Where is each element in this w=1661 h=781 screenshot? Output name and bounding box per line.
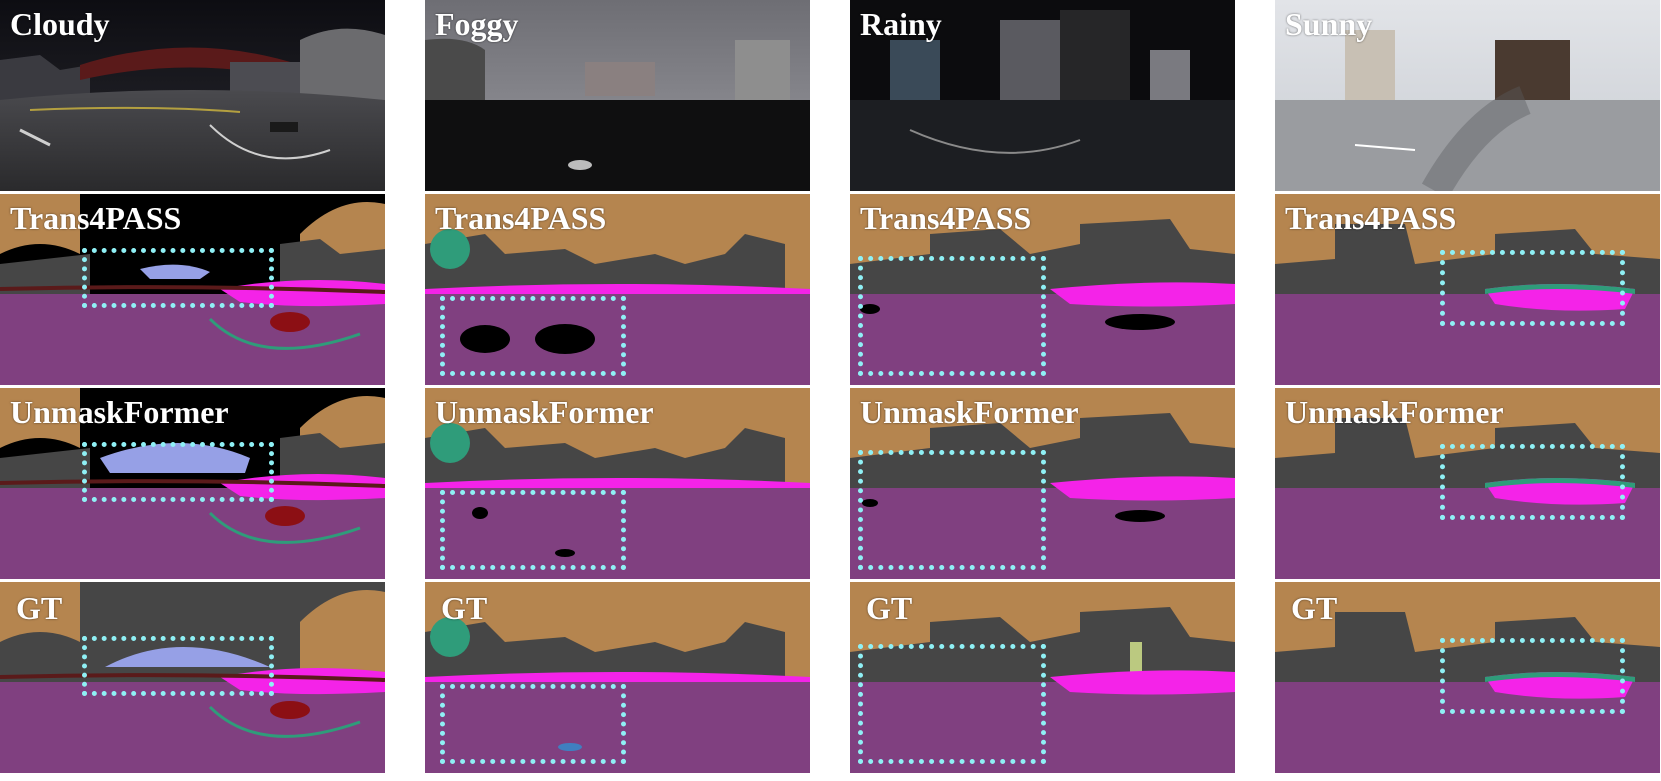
condition-label-foggy: Foggy bbox=[435, 6, 519, 42]
highlight-box bbox=[858, 644, 1046, 764]
sunny-rgb-image bbox=[1275, 0, 1660, 191]
highlight-box bbox=[1440, 638, 1625, 714]
sunny-trans4pass-segmentation bbox=[1275, 194, 1660, 385]
highlight-box bbox=[1440, 250, 1625, 326]
panel-cloudy-unmaskformer: UnmaskFormer bbox=[0, 388, 385, 579]
cloudy-rgb-image bbox=[0, 0, 385, 191]
highlight-box bbox=[858, 256, 1046, 376]
cloudy-gt-segmentation bbox=[0, 582, 385, 773]
cloudy-trans4pass-segmentation bbox=[0, 194, 385, 385]
gt-label-cloudy: GT bbox=[16, 590, 63, 626]
highlight-box bbox=[440, 684, 626, 764]
gt-label-sunny: GT bbox=[1291, 590, 1338, 626]
highlight-box bbox=[82, 442, 274, 502]
panel-foggy-gt: GT bbox=[425, 582, 810, 773]
column-foggy: Foggy Trans4PASS bbox=[425, 0, 810, 781]
panel-rainy-unmaskformer: UnmaskFormer bbox=[850, 388, 1235, 579]
column-sunny: Sunny Trans4PASS UnmaskFormer bbox=[1275, 0, 1660, 781]
highlight-box bbox=[82, 636, 274, 696]
highlight-box bbox=[82, 248, 274, 308]
sunny-gt-segmentation bbox=[1275, 582, 1660, 773]
method-label-sunny-unmaskformer: UnmaskFormer bbox=[1285, 394, 1504, 430]
method-label-rainy-unmaskformer: UnmaskFormer bbox=[860, 394, 1079, 430]
method-label-foggy-trans4pass: Trans4PASS bbox=[435, 200, 607, 236]
panel-cloudy-rgb: Cloudy bbox=[0, 0, 385, 191]
panel-rainy-gt: GT bbox=[850, 582, 1235, 773]
highlight-box bbox=[1440, 444, 1625, 520]
panel-sunny-rgb: Sunny bbox=[1275, 0, 1660, 191]
method-label-cloudy-trans4pass: Trans4PASS bbox=[10, 200, 182, 236]
condition-label-cloudy: Cloudy bbox=[10, 6, 110, 42]
rainy-rgb-image bbox=[850, 0, 1235, 191]
foggy-trans4pass-segmentation bbox=[425, 194, 810, 385]
column-rainy: Rainy Trans4PASS Unmask bbox=[850, 0, 1235, 781]
panel-sunny-gt: GT bbox=[1275, 582, 1660, 773]
panel-cloudy-gt: GT bbox=[0, 582, 385, 773]
sunny-unmaskformer-segmentation bbox=[1275, 388, 1660, 579]
method-label-foggy-unmaskformer: UnmaskFormer bbox=[435, 394, 654, 430]
foggy-unmaskformer-segmentation bbox=[425, 388, 810, 579]
method-label-sunny-trans4pass: Trans4PASS bbox=[1285, 200, 1457, 236]
panel-rainy-rgb: Rainy bbox=[850, 0, 1235, 191]
method-label-rainy-trans4pass: Trans4PASS bbox=[860, 200, 1032, 236]
method-label-cloudy-unmaskformer: UnmaskFormer bbox=[10, 394, 229, 430]
panel-rainy-trans4pass: Trans4PASS bbox=[850, 194, 1235, 385]
panel-cloudy-trans4pass: Trans4PASS bbox=[0, 194, 385, 385]
panel-sunny-trans4pass: Trans4PASS bbox=[1275, 194, 1660, 385]
cloudy-unmaskformer-segmentation bbox=[0, 388, 385, 579]
highlight-box bbox=[440, 296, 626, 376]
gt-label-rainy: GT bbox=[866, 590, 913, 626]
foggy-rgb-image bbox=[425, 0, 810, 191]
column-cloudy: Cloudy Trans4PASS bbox=[0, 0, 385, 781]
condition-label-sunny: Sunny bbox=[1285, 6, 1373, 42]
panel-foggy-rgb: Foggy bbox=[425, 0, 810, 191]
panel-foggy-trans4pass: Trans4PASS bbox=[425, 194, 810, 385]
panel-foggy-unmaskformer: UnmaskFormer bbox=[425, 388, 810, 579]
panel-sunny-unmaskformer: UnmaskFormer bbox=[1275, 388, 1660, 579]
foggy-gt-segmentation bbox=[425, 582, 810, 773]
condition-label-rainy: Rainy bbox=[860, 6, 942, 42]
gt-label-foggy: GT bbox=[441, 590, 488, 626]
highlight-box bbox=[858, 450, 1046, 570]
highlight-box bbox=[440, 490, 626, 570]
